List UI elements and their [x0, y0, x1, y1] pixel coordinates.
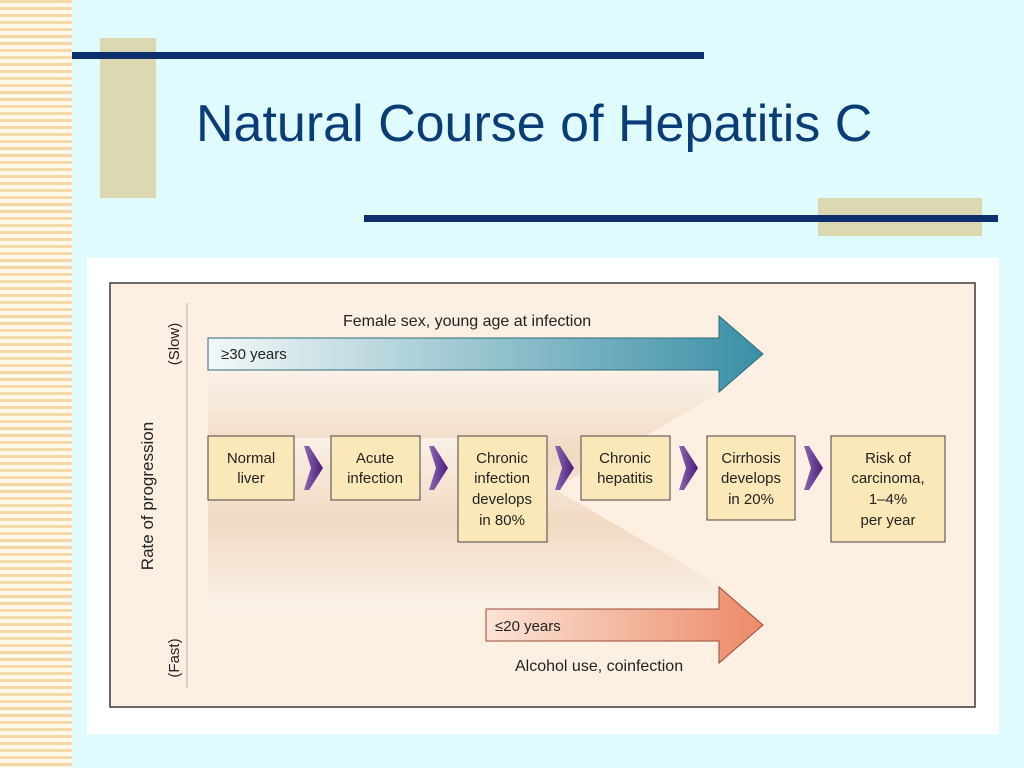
decor-bar-bottom	[364, 215, 998, 222]
stage-normal-liver: Normal liver	[207, 435, 295, 501]
slow-label: (Slow)	[166, 323, 183, 366]
stage-line: Normal	[227, 450, 275, 467]
stage-line: hepatitis	[597, 470, 653, 487]
fast-arrow-label: Alcohol use, coinfection	[515, 658, 683, 675]
stage-line: in 20%	[728, 491, 774, 508]
stage-line: Chronic	[476, 450, 528, 467]
slow-arrow	[207, 314, 764, 394]
stage-line: per year	[860, 512, 915, 529]
stage-line: Cirrhosis	[721, 450, 780, 467]
chevron-right-icon	[679, 446, 698, 490]
decor-block-left	[100, 38, 156, 198]
chevron-right-icon	[804, 446, 823, 490]
stage-line: carcinoma,	[851, 470, 924, 487]
stage-line: infection	[474, 470, 530, 487]
stage-acute-infection: Acute infection	[330, 435, 421, 501]
stage-line: liver	[237, 470, 265, 487]
stage-cirrhosis: Cirrhosis develops in 20%	[706, 435, 796, 521]
stage-line: 1–4%	[869, 491, 907, 508]
fast-label: (Fast)	[166, 638, 183, 677]
fast-arrow-duration: ≤20 years	[495, 618, 561, 635]
slow-arrow-label: Female sex, young age at infection	[343, 313, 591, 330]
stage-line: Risk of	[865, 450, 912, 467]
stage-line: develops	[721, 470, 781, 487]
chevron-right-icon	[304, 446, 323, 490]
decor-bar-top	[72, 52, 704, 59]
fast-arrow	[485, 585, 764, 665]
stage-chronic-infection: Chronic infection develops in 80%	[457, 435, 548, 543]
stage-line: Acute	[356, 450, 394, 467]
stage-chronic-hepatitis: Chronic hepatitis	[580, 435, 671, 501]
slide-title: Natural Course of Hepatitis C	[196, 95, 873, 153]
chevron-right-icon	[429, 446, 448, 490]
decorative-stripes	[0, 0, 72, 768]
progression-diagram: (Slow) Rate of progression (Fast) Female…	[109, 282, 976, 708]
axis-label: Rate of progression	[138, 422, 157, 570]
stage-line: infection	[347, 470, 403, 487]
stage-line: develops	[472, 491, 532, 508]
figure: (Slow) Rate of progression (Fast) Female…	[87, 258, 999, 734]
stage-line: in 80%	[479, 512, 525, 529]
chevron-right-icon	[555, 446, 574, 490]
stage-line: Chronic	[599, 450, 651, 467]
stage-carcinoma-risk: Risk of carcinoma, 1–4% per year	[830, 435, 946, 543]
slow-arrow-duration: ≥30 years	[221, 346, 287, 363]
